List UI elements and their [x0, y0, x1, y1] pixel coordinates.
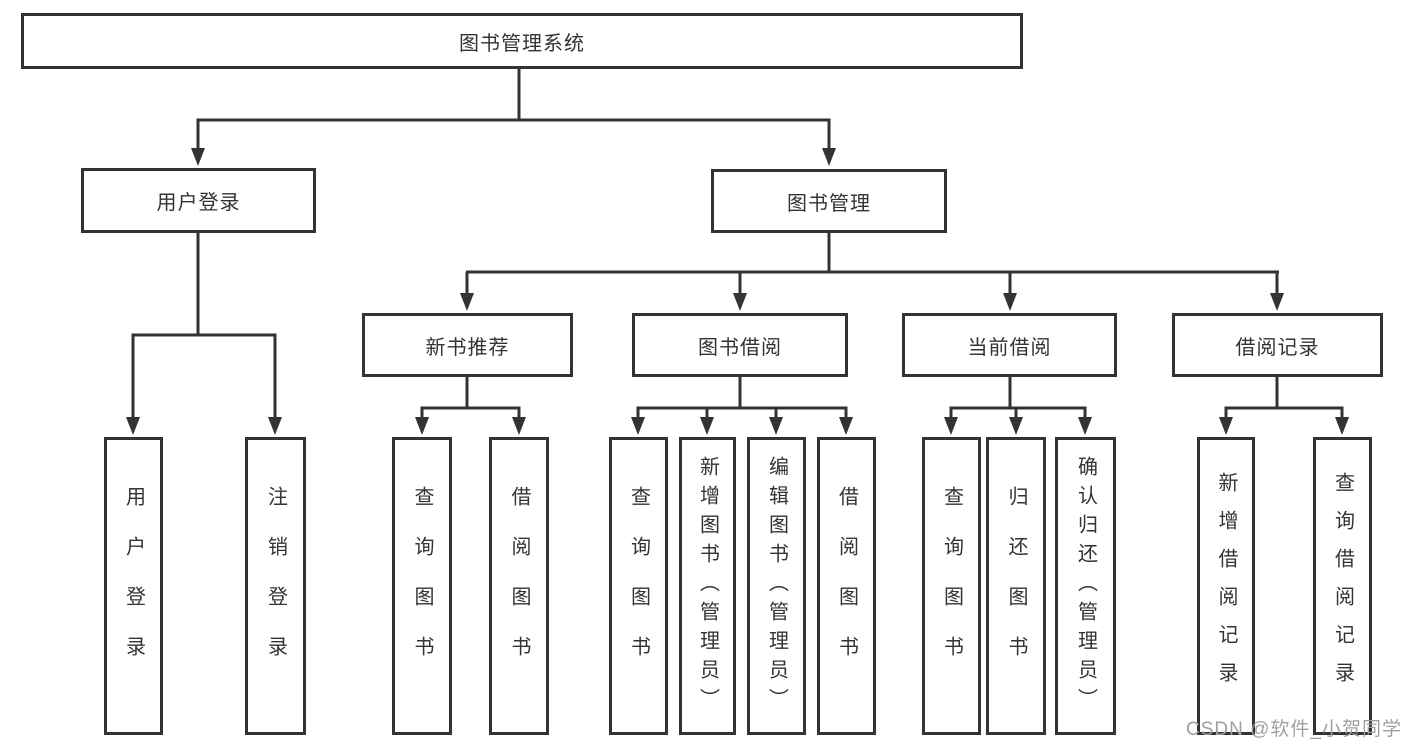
csdn-watermark: CSDN @软件_小贺同学 — [1186, 719, 1402, 740]
node-borrow-records: 借阅记录 — [1172, 313, 1383, 377]
leaf-bb-add-books-admin-label: 新增图书（管理员） — [696, 455, 719, 717]
node-book-management-label: 图书管理 — [787, 192, 871, 215]
leaf-bb-borrow-books-label: 借阅图书 — [835, 486, 858, 686]
leaf-bb-borrow-books: 借阅图书 — [817, 437, 876, 735]
leaf-cb-confirm-return-admin: 确认归还（管理员） — [1055, 437, 1116, 735]
leaf-br-query-borrow-record: 查询借阅记录 — [1313, 437, 1372, 735]
node-current-borrowing-label: 当前借阅 — [967, 336, 1052, 359]
leaf-cb-query-books-label: 查询图书 — [940, 486, 963, 686]
leaf-user-login: 用户登录 — [104, 437, 163, 735]
node-current-borrowing: 当前借阅 — [902, 313, 1117, 377]
node-book-management: 图书管理 — [711, 169, 947, 233]
node-borrow-records-label: 借阅记录 — [1235, 336, 1320, 359]
leaf-bb-edit-books-admin-label: 编辑图书（管理员） — [765, 455, 788, 717]
leaf-bb-query-books-label: 查询图书 — [627, 486, 650, 686]
leaf-user-logout-label: 注销登录 — [264, 486, 287, 686]
leaf-br-add-borrow-record-label: 新增借阅记录 — [1215, 472, 1237, 700]
leaf-cb-query-books: 查询图书 — [922, 437, 981, 735]
leaf-br-query-borrow-record-label: 查询借阅记录 — [1331, 472, 1354, 700]
node-book-borrowing-label: 图书借阅 — [698, 336, 782, 359]
leaf-br-add-borrow-record: 新增借阅记录 — [1197, 437, 1255, 735]
leaf-nb-borrow-books-label: 借阅图书 — [508, 486, 530, 686]
leaf-bb-edit-books-admin: 编辑图书（管理员） — [747, 437, 806, 735]
node-user-login-label: 用户登录 — [156, 192, 241, 214]
leaf-cb-confirm-return-admin-label: 确认归还（管理员） — [1074, 455, 1097, 717]
leaf-cb-return-books: 归还图书 — [986, 437, 1046, 735]
node-book-borrowing: 图书借阅 — [632, 313, 848, 377]
leaf-nb-query-books: 查询图书 — [392, 437, 452, 735]
leaf-user-logout: 注销登录 — [245, 437, 306, 735]
leaf-nb-query-books-label: 查询图书 — [411, 486, 433, 686]
node-root: 图书管理系统 — [21, 13, 1023, 69]
leaf-user-login-label: 用户登录 — [122, 486, 145, 686]
node-root-label: 图书管理系统 — [459, 32, 585, 55]
leaf-nb-borrow-books: 借阅图书 — [489, 437, 549, 735]
node-user-login: 用户登录 — [81, 168, 316, 233]
node-new-book-recommendation-label: 新书推荐 — [425, 336, 510, 359]
node-new-book-recommendation: 新书推荐 — [362, 313, 573, 377]
leaf-bb-add-books-admin: 新增图书（管理员） — [679, 437, 736, 735]
leaf-cb-return-books-label: 归还图书 — [1005, 486, 1027, 686]
leaf-bb-query-books: 查询图书 — [609, 437, 668, 735]
